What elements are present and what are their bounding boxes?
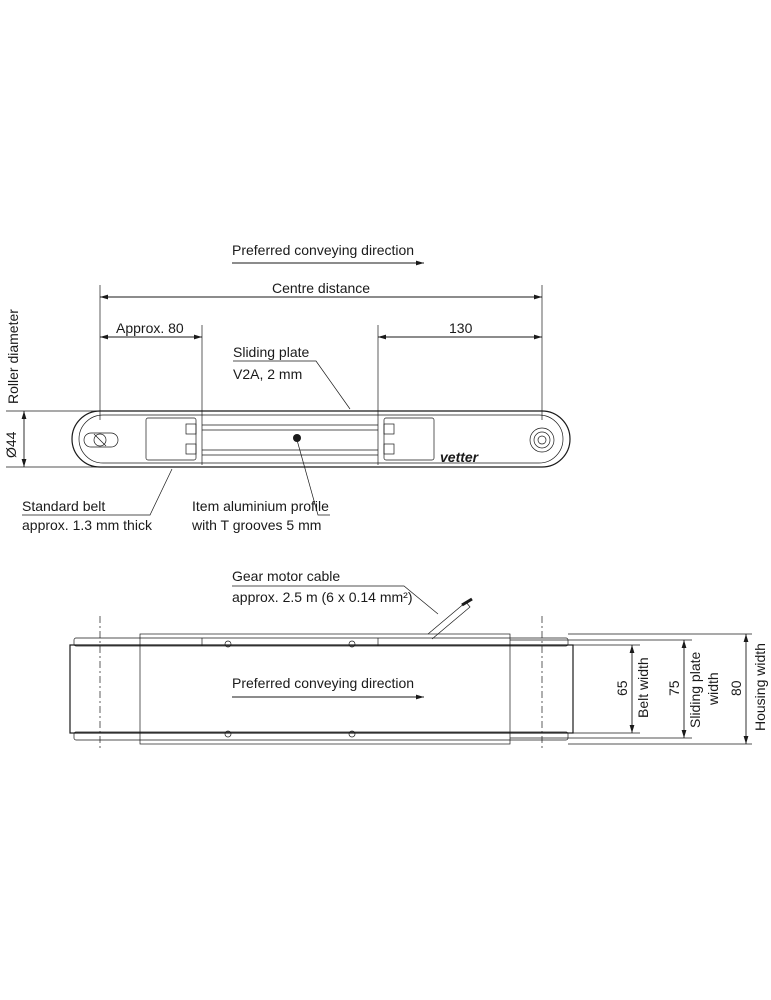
- plate-width-label-1: Sliding plate: [687, 652, 703, 728]
- left-cap-detail-bottom: [185, 443, 197, 455]
- sliding-plate-top: [139, 633, 511, 745]
- belt-width-label: Belt width: [635, 657, 651, 718]
- approx-80-label: Approx. 80: [116, 320, 184, 336]
- gear-cable-leader: [232, 585, 439, 615]
- profile-label: Item aluminium profile: [192, 498, 329, 514]
- right-cap-detail-top: [383, 423, 395, 435]
- housing-bottom-flange: [73, 731, 569, 741]
- direction-label-top: Preferred conveying direction: [232, 242, 414, 258]
- housing-outline: [78, 414, 564, 464]
- gear-cable-spec: approx. 2.5 m (6 x 0.14 mm²): [232, 589, 413, 605]
- profile-spec: with T grooves 5 mm: [191, 517, 321, 533]
- centre-distance-label: Centre distance: [272, 280, 370, 296]
- sliding-plate-spec: V2A, 2 mm: [233, 366, 302, 382]
- dim-80-label: 80: [728, 680, 744, 696]
- cable-end: [461, 597, 473, 607]
- right-cap-detail-bottom: [383, 443, 395, 455]
- screw-1: [224, 640, 232, 648]
- gear-cable-label: Gear motor cable: [232, 568, 340, 584]
- dim-65-label: 65: [614, 680, 630, 696]
- standard-belt-label: Standard belt: [22, 498, 105, 514]
- gear-cable: [427, 601, 471, 640]
- direction-label-bottom: Preferred conveying direction: [232, 675, 414, 691]
- dim-130-label: 130: [449, 320, 473, 336]
- left-cap-detail-top: [185, 423, 197, 435]
- belt-top-view: [69, 644, 574, 734]
- belt-outline: [71, 410, 571, 468]
- standard-belt-spec: approx. 1.3 mm thick: [22, 517, 153, 533]
- drive-roller-inner: [537, 435, 547, 445]
- left-shaft-detail: [93, 433, 107, 447]
- drive-roller-mid: [533, 431, 551, 449]
- right-end-cap: [383, 417, 435, 461]
- left-end-cap: [145, 417, 197, 461]
- dim-75-label: 75: [666, 680, 682, 696]
- left-roller-shaft: [93, 433, 107, 447]
- profile-marker-dot: [293, 434, 301, 442]
- screw-2: [348, 640, 356, 648]
- sliding-plate-label: Sliding plate: [233, 344, 309, 360]
- brand-logo-text: vetter: [440, 449, 480, 465]
- tension-slot: [83, 432, 119, 448]
- housing-width-label: Housing width: [752, 643, 768, 731]
- diameter-44-label: Ø44: [3, 431, 19, 458]
- housing-top-flange: [73, 637, 569, 647]
- screw-4: [348, 730, 356, 738]
- drive-roller-outer: [529, 427, 555, 453]
- profile-leader: [296, 439, 330, 516]
- standard-belt-leader: [22, 468, 173, 516]
- sliding-plate-leader: [233, 360, 351, 410]
- screw-3: [224, 730, 232, 738]
- plate-width-label-2: width: [705, 672, 721, 706]
- roller-diameter-label: Roller diameter: [5, 309, 21, 404]
